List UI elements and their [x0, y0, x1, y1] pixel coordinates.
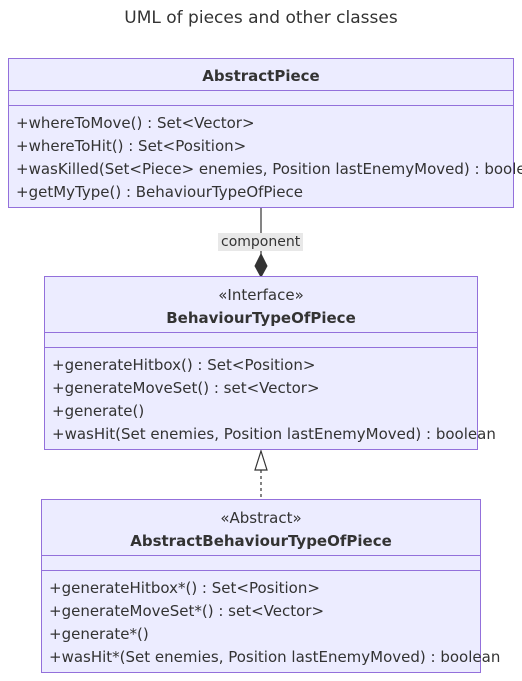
class-abstract-behaviour-type-of-piece[interactable]: «Abstract» AbstractBehaviourTypeOfPiece … [41, 499, 500, 673]
method-item: +whereToHit() : Set<Position> [16, 137, 247, 155]
method-item: +wasKilled(Set<Piece> enemies, Position … [16, 160, 522, 178]
class-abstract-piece[interactable]: AbstractPiece +whereToMove() : Set<Vecto… [8, 58, 522, 208]
diagram-title: UML of pieces and other classes [124, 8, 398, 28]
realization-arrowhead-icon [254, 449, 268, 471]
method-item: +wasHit(Set enemies, Position lastEnemyM… [52, 425, 496, 443]
method-item: +generateMoveSet() : set<Vector> [52, 379, 320, 397]
method-item: +generateHitbox() : Set<Position> [52, 356, 316, 374]
method-item: +getMyType() : BehaviourTypeOfPiece [16, 183, 304, 201]
attributes-divider [9, 90, 513, 91]
class-stereotype: «Interface» [218, 286, 304, 304]
methods-divider [45, 347, 477, 348]
method-item: +wasHit*(Set enemies, Position lastEnemy… [49, 648, 501, 666]
method-item: +whereToMove() : Set<Vector> [16, 114, 255, 132]
composition-diamond-icon [254, 252, 268, 279]
method-item: +generate() [52, 402, 145, 420]
attributes-divider [45, 332, 477, 333]
class-behaviour-type-of-piece[interactable]: «Interface» BehaviourTypeOfPiece +genera… [44, 276, 496, 450]
methods-divider [9, 105, 513, 106]
method-item: +generateHitbox*() : Set<Position> [49, 579, 320, 597]
methods-divider [42, 570, 480, 571]
class-stereotype: «Abstract» [220, 509, 302, 527]
method-item: +generate*() [49, 625, 149, 643]
composition-label: component [218, 233, 304, 251]
class-name: AbstractPiece [202, 67, 320, 85]
class-name: AbstractBehaviourTypeOfPiece [130, 532, 392, 550]
class-name: BehaviourTypeOfPiece [166, 309, 356, 327]
attributes-divider [42, 555, 480, 556]
method-item: +generateMoveSet*() : set<Vector> [49, 602, 325, 620]
